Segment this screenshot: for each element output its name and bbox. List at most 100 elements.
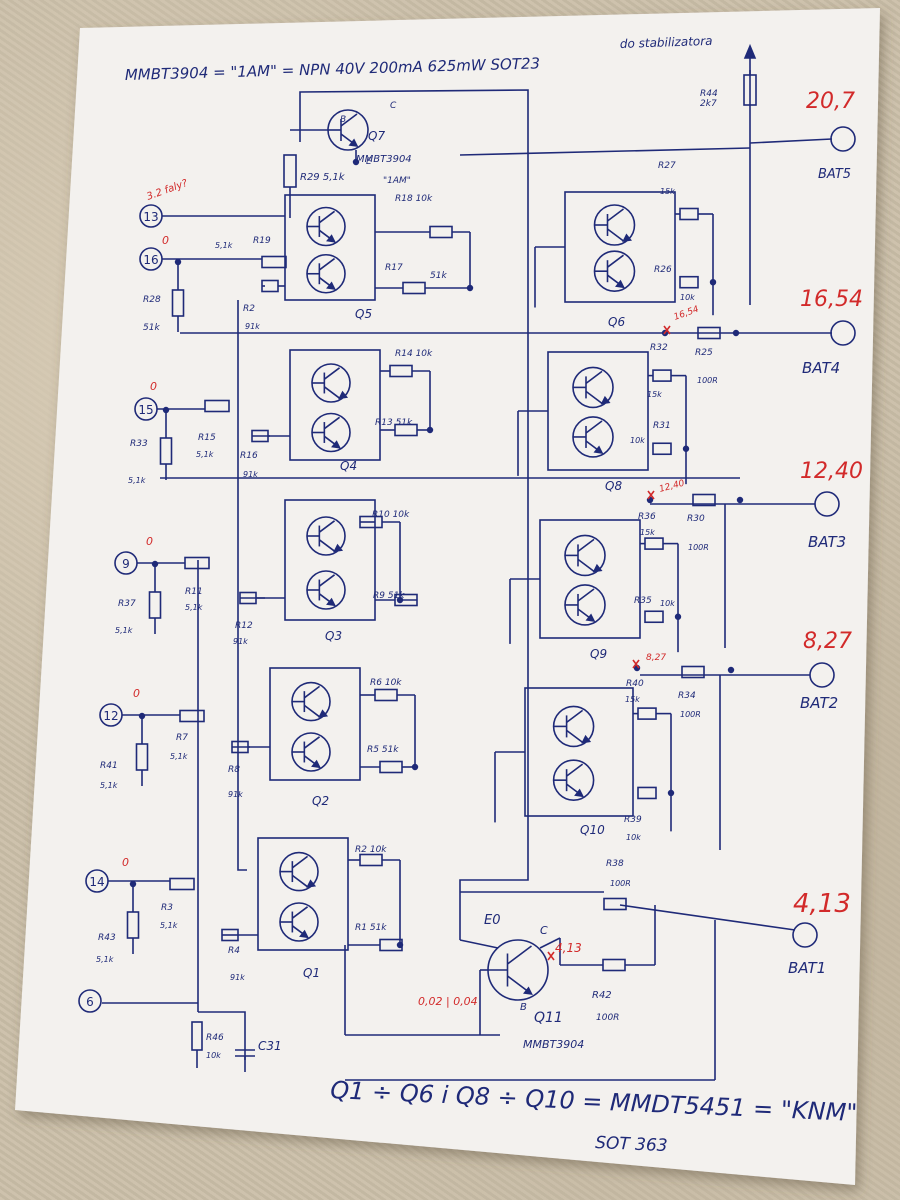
q4-bias-resistor	[251, 429, 269, 443]
label-r6: R6 10k	[370, 678, 402, 688]
label-r25: R25	[695, 348, 713, 358]
q1-emitter-resistor	[379, 938, 403, 952]
q5-lower-arrow	[326, 281, 336, 290]
connector-12: 12 0	[99, 687, 140, 727]
junction-dot	[667, 789, 675, 797]
connector-15: 15 0	[134, 380, 158, 421]
label-r37-value: 5,1k	[115, 626, 133, 635]
left-pair-q4-package	[289, 349, 381, 461]
label-r26-value: 10k	[680, 293, 695, 302]
label-right-pair-0: Q6	[608, 315, 625, 329]
bat4-voltage: 16,54	[800, 287, 863, 312]
label-q11: Q11	[534, 1010, 563, 1026]
junction-dot	[732, 329, 740, 337]
bat1-voltage: 4,13	[793, 889, 851, 919]
q3-bias-resistor	[239, 591, 257, 605]
connector-14-label: 14	[89, 875, 104, 889]
q2-upper-collector-lead	[303, 685, 321, 699]
label-r4: R4	[228, 946, 240, 956]
q10-lower-arrow	[574, 788, 584, 798]
q3-lower-arrow	[326, 597, 336, 607]
label-r33: R33	[130, 439, 148, 449]
q4-collector-resistor	[389, 364, 413, 378]
connector-9-label: 9	[122, 557, 130, 571]
label-q7-e: E	[366, 157, 372, 167]
connector-9: 9 0	[114, 535, 153, 575]
bat5-label: BAT5	[818, 167, 851, 182]
measure-mark-bat3	[647, 490, 655, 500]
label-r33-value: 5,1k	[128, 476, 146, 485]
q9-lower-arrow	[585, 613, 596, 622]
resistor-r29	[283, 154, 297, 188]
q3-upper-emitter-lead	[318, 539, 336, 552]
resistor-r44	[743, 74, 757, 106]
label-q7-name: Q7	[368, 129, 385, 143]
connector-13-label: 13	[143, 210, 158, 224]
connector-15-label: 15	[138, 403, 153, 417]
label-q7-c: C	[390, 101, 397, 111]
resistor-r30	[692, 493, 716, 507]
label-r36-value: 15k	[640, 528, 655, 537]
bat3-label: BAT3	[808, 533, 846, 551]
connector-16-label: 16	[143, 253, 158, 267]
q4-upper-emitter-lead	[323, 386, 341, 399]
q5-lower	[306, 253, 346, 294]
label-right-pair-2: Q9	[590, 647, 607, 661]
q9-upper-emitter-lead	[577, 558, 595, 573]
connector-16-voltage: 0	[162, 234, 169, 247]
label-r14: R14 10k	[395, 349, 433, 359]
q9-lower-collector-lead	[577, 588, 595, 602]
q2-input-resistor	[179, 709, 205, 723]
q5-collector-resistor	[429, 225, 453, 239]
label-q7-mark: "1AM"	[383, 176, 411, 186]
label-r2: R2	[243, 304, 255, 314]
q10-upper-arrow	[581, 734, 592, 744]
resistor-r34	[681, 665, 705, 679]
label-r43: R43	[98, 933, 116, 943]
left-pair-q5-package	[284, 194, 376, 301]
label-r7-value: 5,1k	[170, 752, 188, 761]
label-r34: R34	[678, 691, 696, 701]
junction-dot	[411, 763, 419, 771]
bat1-line	[619, 904, 796, 931]
q2-emitter-resistor	[379, 760, 403, 774]
q2-upper	[291, 681, 331, 722]
connector-16: 16 0	[139, 234, 169, 271]
q1-input-resistor	[169, 877, 195, 891]
label-r30-value: 100R	[688, 543, 709, 552]
label-r38: R38	[606, 859, 624, 869]
label-r3: R3	[161, 903, 173, 913]
q6-lower	[593, 250, 636, 293]
q8-lower	[572, 416, 614, 458]
footer-line2: SOT 363	[595, 1133, 668, 1156]
q8-lower-arrow	[593, 445, 604, 454]
label-r42-value: 100R	[596, 1013, 619, 1023]
label-r40: R40	[626, 679, 644, 689]
q3-collector-resistor	[359, 515, 383, 529]
q10-upper-collector-lead	[566, 709, 584, 724]
q6-upper-emitter-lead	[607, 228, 624, 242]
bat1-label: BAT1	[788, 959, 826, 977]
q5-lower-collector-lead	[318, 257, 336, 271]
label-r19-value: 5,1k	[215, 241, 233, 250]
q3-upper-collector-lead	[318, 520, 336, 533]
q1-lower-collector-lead	[291, 906, 309, 919]
label-r18: R18 10k	[395, 194, 433, 204]
label-r31: R31	[653, 421, 671, 431]
label-r34-value: 100R	[680, 710, 701, 719]
label-r1: R1 51k	[355, 923, 387, 933]
connector-6-label: 6	[86, 995, 94, 1009]
label-r27-value: 15k	[660, 187, 675, 196]
label-r36: R36	[638, 512, 656, 522]
q3-emitter-resistor	[394, 593, 418, 607]
bat4-label: BAT4	[802, 359, 840, 377]
junction-dot	[682, 445, 690, 452]
q5-upper	[306, 206, 346, 247]
resistor-r42	[602, 958, 626, 972]
measure-mark-bat2	[632, 659, 640, 669]
q2-lower	[291, 732, 331, 772]
junction-dot	[352, 158, 360, 166]
label-right-pair-1: Q8	[605, 479, 622, 493]
q1-upper-arrow	[306, 879, 317, 888]
label-r10: R10 10k	[372, 510, 410, 520]
